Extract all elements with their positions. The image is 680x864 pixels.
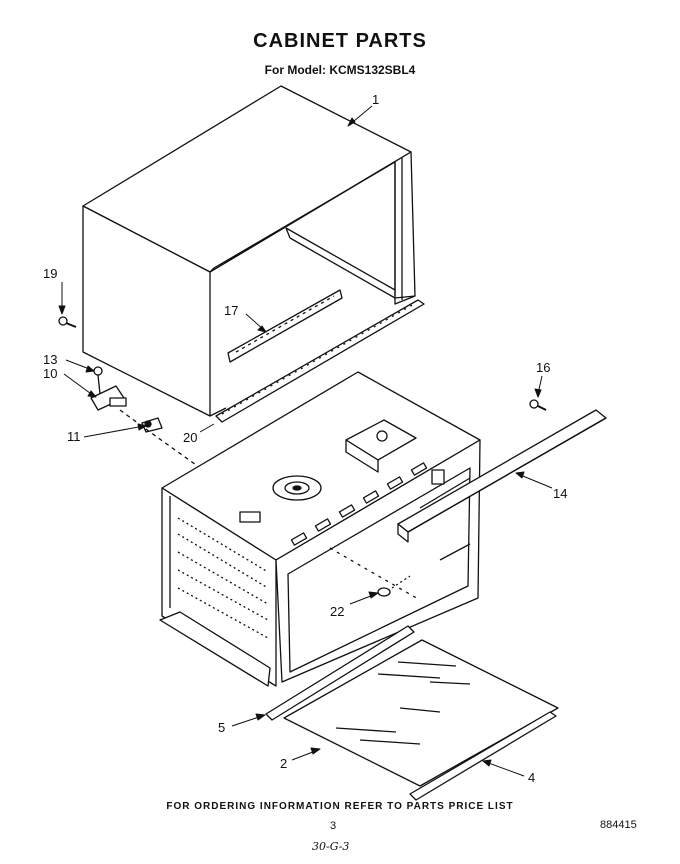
ordering-info-note: FOR ORDERING INFORMATION REFER TO PARTS … (166, 801, 514, 812)
callout-22: 22 (330, 604, 344, 619)
callout-10: 10 (43, 366, 57, 381)
trim-strip-part-4 (409, 711, 557, 801)
callout-17: 17 (224, 303, 238, 318)
page-title: CABINET PARTS (253, 30, 427, 52)
callout-20: 20 (183, 430, 197, 445)
callout-2: 2 (280, 756, 287, 771)
top-strip-part (227, 289, 343, 363)
callout-11: 11 (67, 429, 81, 444)
callout-1: 1 (372, 92, 379, 107)
cavity-chassis-part (159, 371, 481, 687)
page-number: 3 (330, 820, 337, 832)
trim-strip-part-5 (265, 625, 415, 721)
callout-14: 14 (553, 486, 567, 501)
plug-part-22 (377, 575, 411, 597)
screw-part-16 (529, 399, 547, 411)
cabinet-wrapper-part (82, 85, 416, 417)
callout-16: 16 (536, 360, 550, 375)
model-subtitle: For Model: KCMS132SBL4 (264, 63, 416, 77)
callout-5: 5 (218, 720, 225, 735)
handwritten-note: 30-G-3 (312, 840, 350, 853)
screw-part-19 (58, 316, 77, 328)
bottom-plate-part (283, 639, 559, 787)
side-rail-part (215, 299, 425, 423)
lamp-bracket-assembly (90, 366, 163, 433)
long-rail-part (397, 409, 607, 543)
callout-4: 4 (528, 770, 535, 785)
callout-13: 13 (43, 352, 57, 367)
callout-19: 19 (43, 266, 57, 281)
document-code: 884415 (600, 819, 637, 831)
